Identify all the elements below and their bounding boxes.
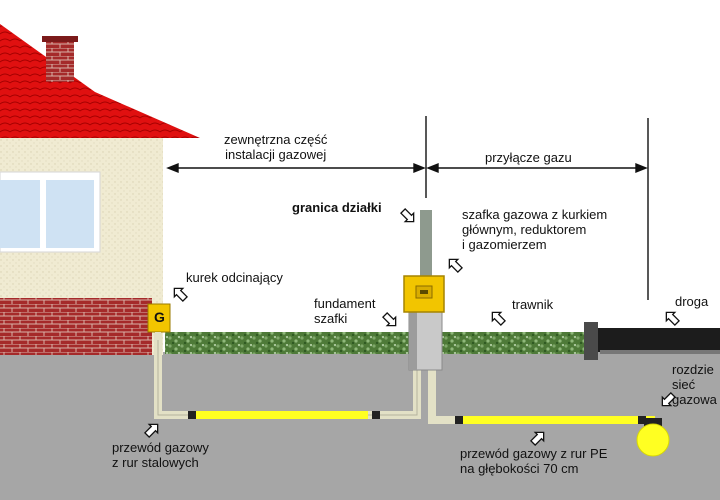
- dimension-lines: [166, 116, 649, 300]
- lawn-label: trawnik: [512, 297, 554, 312]
- distribution-main: [636, 418, 670, 457]
- house-window: [0, 171, 101, 253]
- shutoff-valve-label: kurek odcinający: [186, 270, 283, 285]
- gas-cabinet: [403, 275, 445, 313]
- arrow-steel-pipe-icon: [144, 423, 159, 438]
- arrow-lawn-icon: [491, 311, 506, 326]
- lawn-strip: [165, 332, 585, 354]
- plot-boundary-label: granica działki: [292, 200, 382, 215]
- arrow-pe-pipe-icon: [530, 431, 545, 446]
- arrow-valve-icon: [173, 287, 188, 302]
- road-label: droga: [675, 294, 709, 309]
- distribution-network-label: rozdzie sieć gazowa: [672, 362, 717, 407]
- pe-pipe: [455, 416, 655, 424]
- external-installation-label: zewnętrzna część instalacji gazowej: [224, 132, 328, 162]
- gas-connection-label: przyłącze gazu: [485, 150, 572, 165]
- road: [584, 322, 720, 360]
- brick-foundation: [0, 298, 152, 355]
- arrow-foundation-icon: [382, 312, 397, 327]
- roof: [0, 24, 200, 138]
- arrow-network-icon: [661, 392, 676, 407]
- arrow-boundary-icon: [400, 208, 415, 223]
- pe-pipe-label: przewód gazowy z rur PE na głębokości 70…: [460, 446, 608, 476]
- cabinet-foundation-label: fundament szafki: [314, 296, 376, 326]
- arrow-cabinet-icon: [448, 258, 463, 273]
- chimney: [42, 36, 78, 82]
- steel-pipe-label: przewód gazowy z rur stalowych: [112, 440, 209, 470]
- ground: [0, 352, 720, 500]
- steel-pipe-coating: [188, 411, 368, 419]
- arrow-road-icon: [665, 311, 680, 326]
- valve-letter: G: [154, 309, 165, 325]
- gas-cabinet-label: szafka gazowa z kurkiem głównym, redukto…: [462, 207, 608, 252]
- pointer-arrows: [144, 208, 680, 446]
